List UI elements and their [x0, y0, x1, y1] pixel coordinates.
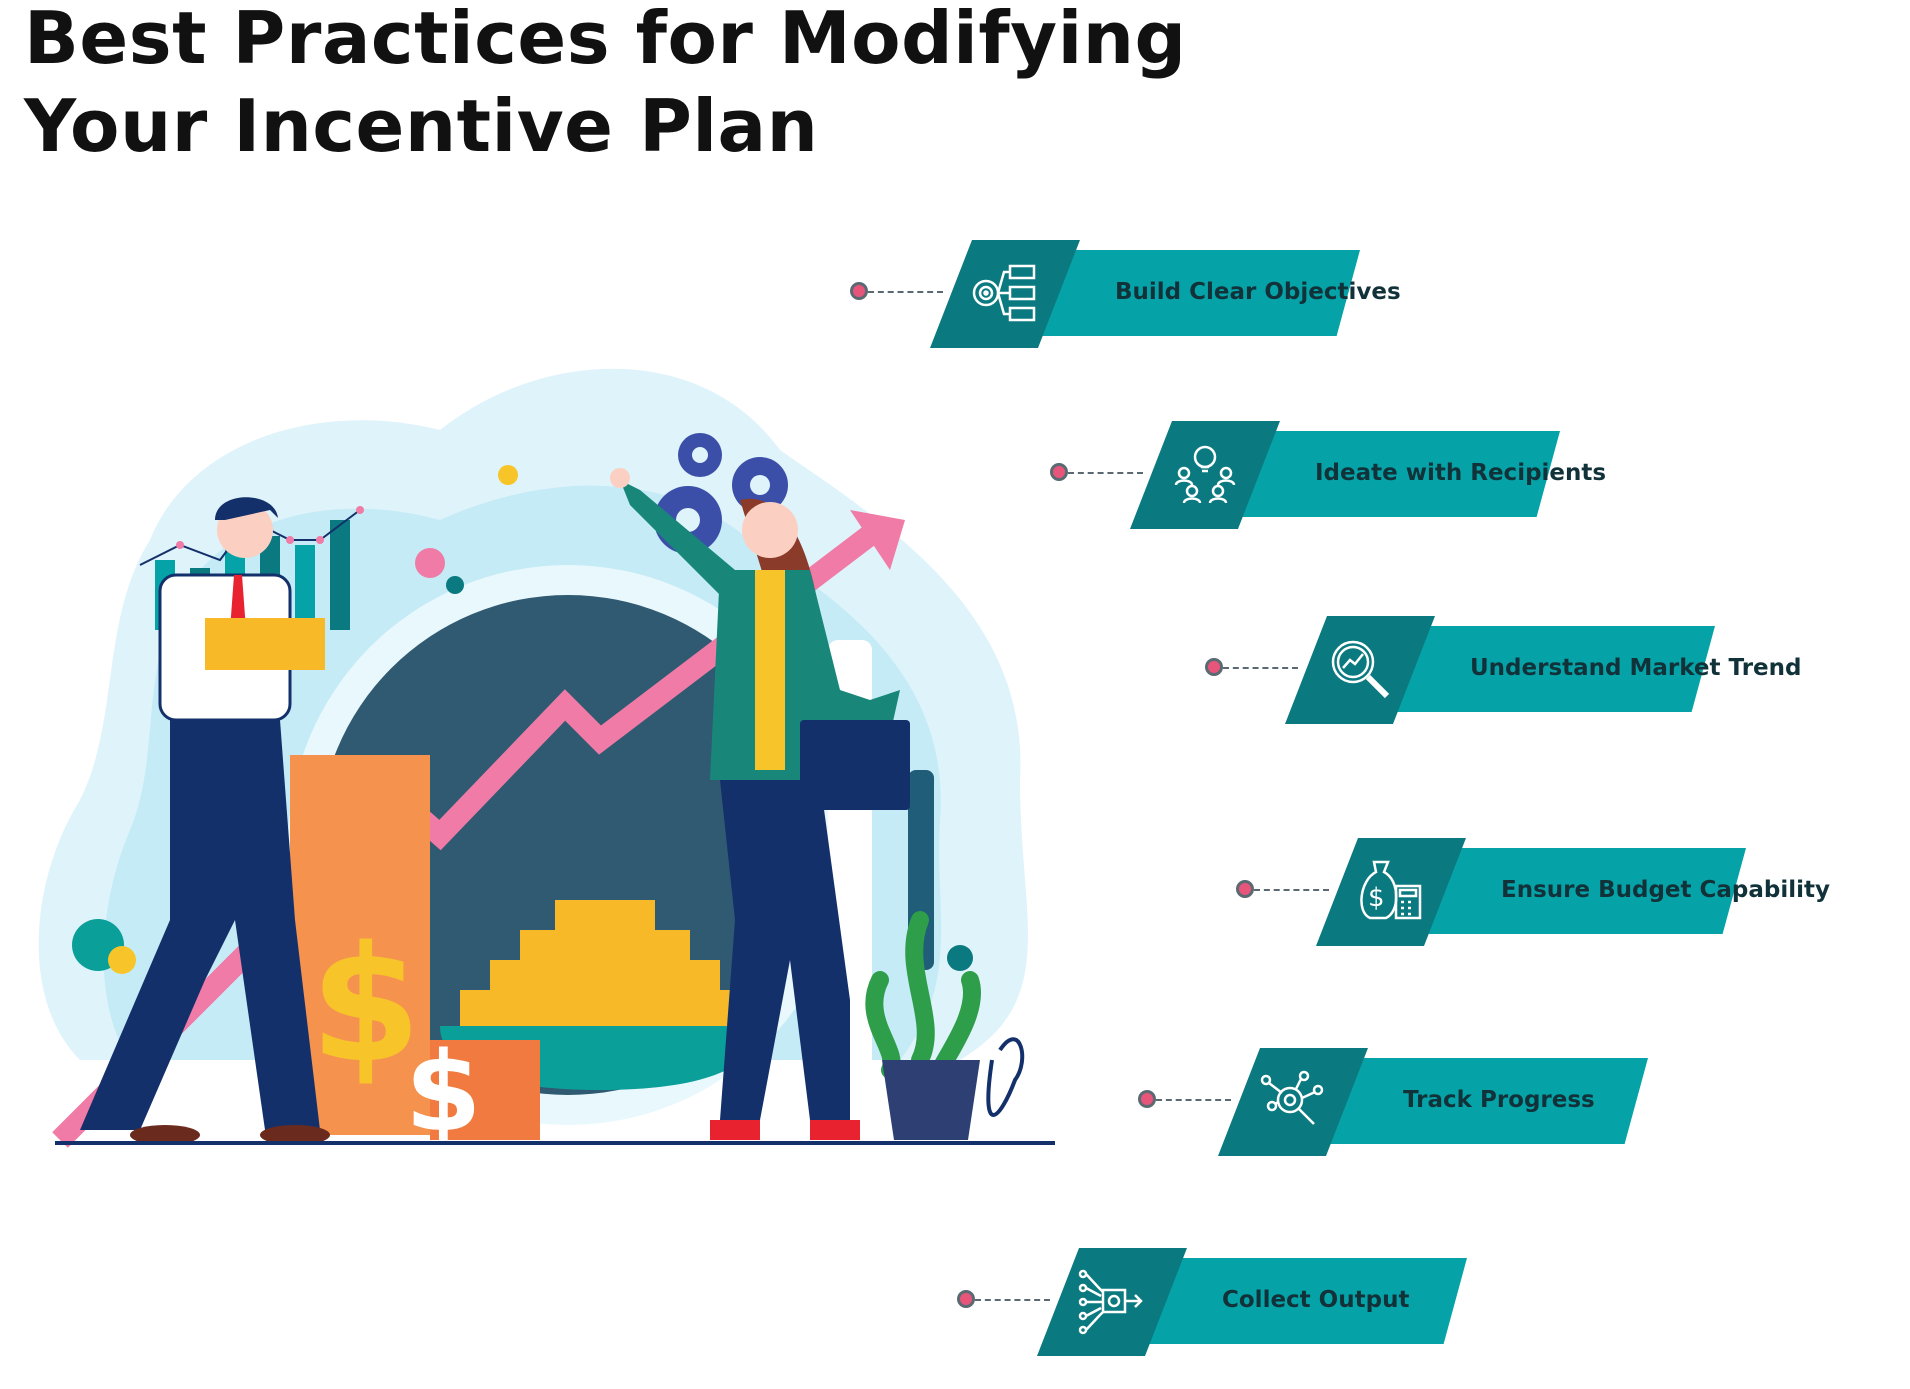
orange-box — [290, 755, 430, 1135]
bullet-dot — [1205, 658, 1223, 676]
dashed-connector — [1223, 667, 1298, 669]
bullet-dot — [1138, 1090, 1156, 1108]
dashed-connector — [1156, 1099, 1231, 1101]
checklist-target-icon — [972, 264, 1036, 322]
step-label: Ideate with Recipients — [1315, 460, 1607, 486]
gold-pile — [460, 900, 750, 1026]
idea-team-icon — [1174, 445, 1236, 504]
businessman — [80, 497, 330, 1145]
step-understand-market-trend: Understand Market Trend — [1205, 611, 1865, 731]
step-label: Understand Market Trend — [1470, 655, 1802, 681]
business-growth-illustration: $ $ — [38, 368, 1055, 1156]
step-ideate-with-recipients: Ideate with Recipients — [1050, 416, 1710, 536]
step-build-clear-objectives: Build Clear Objectives — [850, 235, 1510, 355]
svg-text:$: $ — [310, 911, 421, 1098]
businesswoman — [610, 468, 910, 1140]
plant — [865, 911, 981, 1140]
dashed-connector — [1254, 889, 1329, 891]
bullet-dot — [957, 1290, 975, 1308]
bullet-dot — [1236, 880, 1254, 898]
dashed-connector — [975, 1299, 1050, 1301]
dashed-connector — [1068, 472, 1143, 474]
step-label: Collect Output — [1222, 1287, 1410, 1313]
page-title: Best Practices for Modifying Your Incent… — [24, 0, 1187, 170]
money-bag-calculator-icon: $ — [1360, 860, 1422, 920]
title-line-1: Best Practices for Modifying — [24, 0, 1187, 80]
step-track-progress: Track Progress — [1138, 1043, 1798, 1163]
step-ensure-budget-capability: $ Ensure Budget Capability — [1236, 833, 1896, 953]
title-line-2: Your Incentive Plan — [24, 84, 819, 168]
bullet-dot — [1050, 463, 1068, 481]
network-search-icon — [1260, 1070, 1324, 1125]
step-label: Ensure Budget Capability — [1501, 877, 1831, 903]
circuit-output-icon — [1078, 1269, 1143, 1335]
dashed-connector — [868, 291, 943, 293]
magnifier-chart-icon — [1331, 640, 1390, 699]
bullet-dot — [850, 282, 868, 300]
svg-text:$: $ — [405, 1028, 482, 1156]
step-label: Track Progress — [1403, 1087, 1595, 1113]
svg-text:$: $ — [1368, 883, 1385, 913]
step-label: Build Clear Objectives — [1115, 279, 1401, 305]
step-collect-output: Collect Output — [957, 1243, 1617, 1363]
